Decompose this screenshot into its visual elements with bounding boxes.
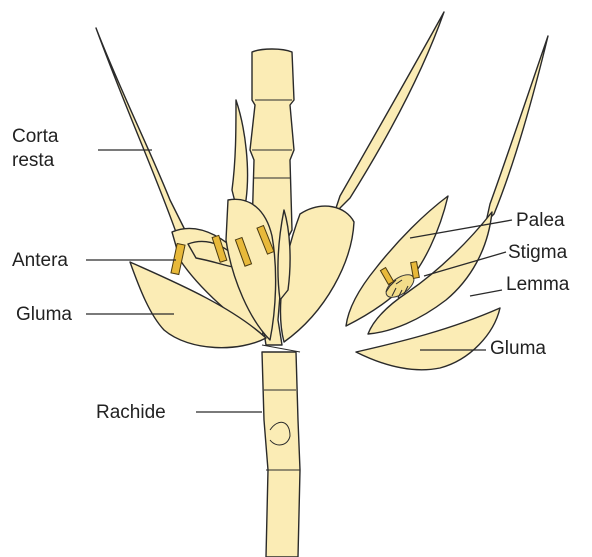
- left-awn: [96, 28, 194, 238]
- label-lemma: Lemma: [506, 274, 570, 295]
- label-gluma-right: Gluma: [490, 338, 546, 359]
- label-corta-resta: Corta: [12, 126, 59, 147]
- center-awn-left: [232, 100, 248, 214]
- svg-text:resta: resta: [12, 150, 55, 171]
- label-rachide: Rachide: [96, 402, 166, 423]
- right-floret: [346, 36, 548, 370]
- right-awn: [486, 36, 548, 222]
- label-antera: Antera: [12, 250, 68, 271]
- label-gluma-left: Gluma: [16, 304, 72, 325]
- label-palea: Palea: [516, 210, 565, 231]
- label-stigma: Stigma: [508, 242, 568, 263]
- center-awn-right: [334, 12, 444, 214]
